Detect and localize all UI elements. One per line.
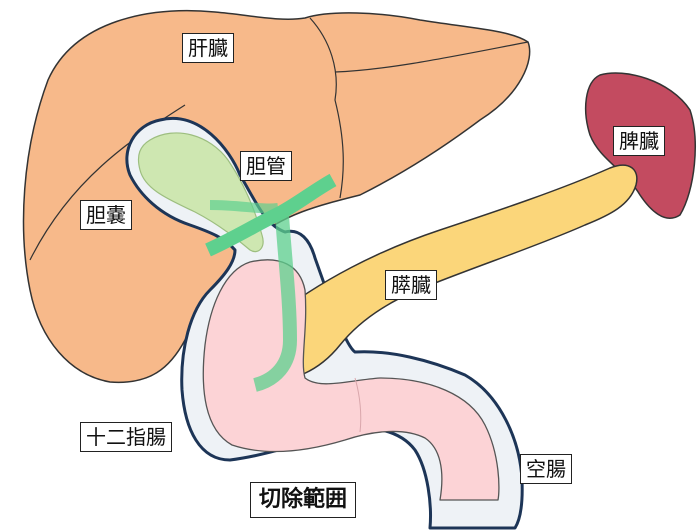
spleen-label: 脾臓: [613, 126, 665, 156]
duodenum-jejunum-shape: [202, 259, 500, 501]
bile-duct-branch: [205, 173, 337, 257]
duodenum-label: 十二指腸: [80, 422, 172, 452]
duodenum-seam: [354, 377, 362, 433]
liver-shape: [22, 9, 531, 384]
bile-duct-path: [252, 214, 298, 392]
liver-label: 肝臓: [182, 33, 234, 63]
liver-lobe-line-2: [334, 41, 529, 73]
resection-label: 切除範囲: [250, 482, 357, 518]
liver-lobe-line: [309, 17, 344, 199]
jejunum-label: 空腸: [520, 454, 572, 484]
gallbladder-shape: [137, 132, 264, 253]
bile-duct-label: 胆管: [240, 151, 292, 181]
cystic-duct: [209, 200, 279, 214]
gallbladder-label: 胆嚢: [80, 200, 132, 230]
pancreas-label: 膵臓: [385, 270, 437, 300]
